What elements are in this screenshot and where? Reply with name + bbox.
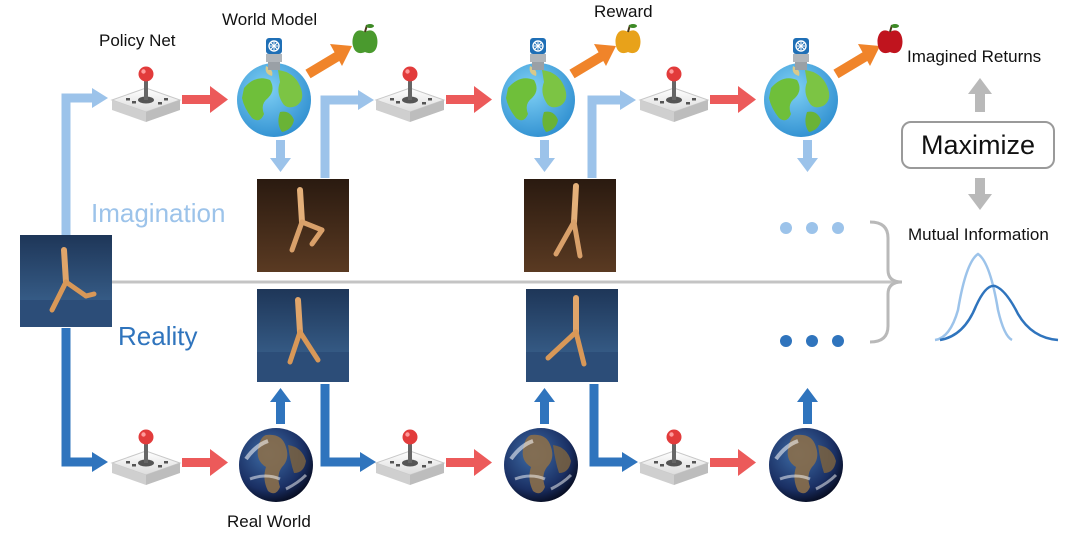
reality-step-arrowhead-1 — [360, 452, 376, 472]
reality-up-arrow-3 — [797, 388, 818, 424]
world-model-globe-icon — [236, 37, 312, 138]
imagination-ellipsis — [780, 222, 844, 234]
earth-photo-icon — [237, 426, 315, 504]
reality-branch-arrow — [61, 328, 94, 467]
reality-ellipsis — [780, 335, 844, 347]
earth-photo-icon — [767, 426, 845, 504]
imagination-down-arrow-1 — [270, 140, 291, 172]
maximize-box: Maximize — [901, 121, 1055, 169]
action-arrow-top-3 — [710, 86, 756, 113]
reality-distribution-curve — [939, 284, 1059, 342]
reward-arrow-2 — [569, 44, 616, 79]
imagination-step-arrow-1 — [320, 95, 360, 178]
imagination-distribution-curve — [934, 252, 1013, 342]
reward-label: Reward — [594, 2, 653, 21]
maximize-up-arrow — [968, 78, 992, 112]
joystick-controller-icon — [111, 429, 181, 486]
apple-icon — [352, 24, 378, 54]
real-world-label: Real World — [227, 512, 311, 531]
imagination-branch-arrowhead — [92, 88, 108, 108]
walker-robot-frame — [526, 289, 618, 382]
imagination-branch-arrow — [61, 93, 94, 238]
joystick-controller-icon — [375, 66, 445, 123]
joystick-controller-icon — [639, 66, 709, 123]
imagined-returns-label: Imagined Returns — [907, 47, 1042, 66]
reality-step-arrow-1 — [320, 384, 362, 467]
action-arrow-bottom-1 — [182, 449, 228, 476]
world-model-globe-icon — [763, 37, 839, 138]
mutual-information-label: Mutual Information — [908, 225, 1049, 244]
walker-robot-frame — [257, 289, 349, 382]
reality-step-arrow-2 — [589, 384, 624, 467]
world-model-globe-icon — [500, 37, 576, 138]
reality-section-label: Reality — [118, 321, 198, 351]
reality-step-arrowhead-2 — [622, 452, 638, 472]
imagination-down-arrow-3 — [797, 140, 818, 172]
joystick-controller-icon — [639, 429, 709, 486]
imagination-down-arrow-2 — [534, 140, 555, 172]
reality-up-arrow-1 — [270, 388, 291, 424]
world-model-label: World Model — [222, 10, 318, 29]
maximize-down-arrow — [968, 178, 992, 210]
imagination-step-arrowhead-1 — [358, 90, 374, 110]
action-arrow-top-1 — [182, 86, 228, 113]
reality-branch-arrowhead — [92, 452, 108, 472]
walker-robot-frame — [257, 179, 349, 272]
joystick-controller-icon — [375, 429, 445, 486]
reward-arrow-3 — [833, 44, 880, 79]
imagination-step-arrow-2 — [587, 95, 622, 178]
earth-photo-icon — [502, 426, 580, 504]
reality-up-arrow-2 — [534, 388, 555, 424]
walker-robot-frame — [20, 235, 112, 327]
walker-robot-frame — [524, 179, 616, 272]
imagination-section-label: Imagination — [91, 198, 226, 228]
policy-net-label: Policy Net — [99, 31, 176, 50]
apple-icon — [877, 24, 903, 54]
action-arrow-top-2 — [446, 86, 492, 113]
imagination-step-arrowhead-2 — [620, 90, 636, 110]
apple-icon — [615, 24, 641, 54]
reward-arrow-1 — [305, 44, 352, 79]
action-arrow-bottom-2 — [446, 449, 492, 476]
joystick-controller-icon — [111, 66, 181, 123]
grouping-brace — [869, 220, 903, 344]
action-arrow-bottom-3 — [710, 449, 756, 476]
